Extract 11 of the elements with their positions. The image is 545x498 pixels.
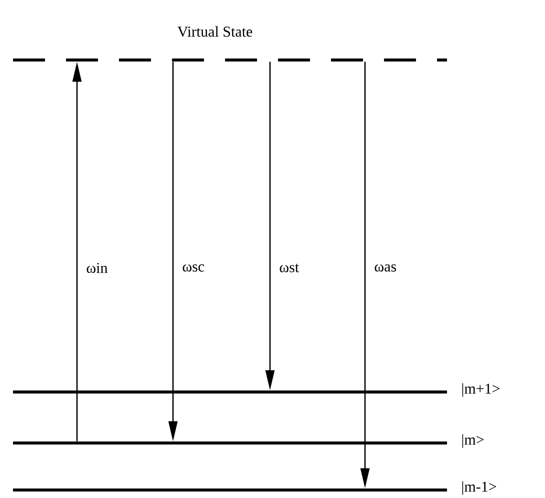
node-label: |m+1> bbox=[462, 383, 500, 397]
energy-level: |m-1> bbox=[13, 481, 496, 495]
energy-level: |m+1> bbox=[13, 383, 500, 397]
edge-label: ωin bbox=[86, 262, 108, 274]
energy-level: |m> bbox=[13, 434, 484, 448]
edge-label: ωst bbox=[280, 264, 299, 272]
dashed-level-line: Virtual State bbox=[13, 26, 447, 62]
edge-label: ωas bbox=[374, 264, 396, 272]
node-label: |m> bbox=[462, 434, 484, 448]
node-label: |m-1> bbox=[462, 481, 496, 495]
edge-label: ωsc bbox=[182, 264, 204, 272]
